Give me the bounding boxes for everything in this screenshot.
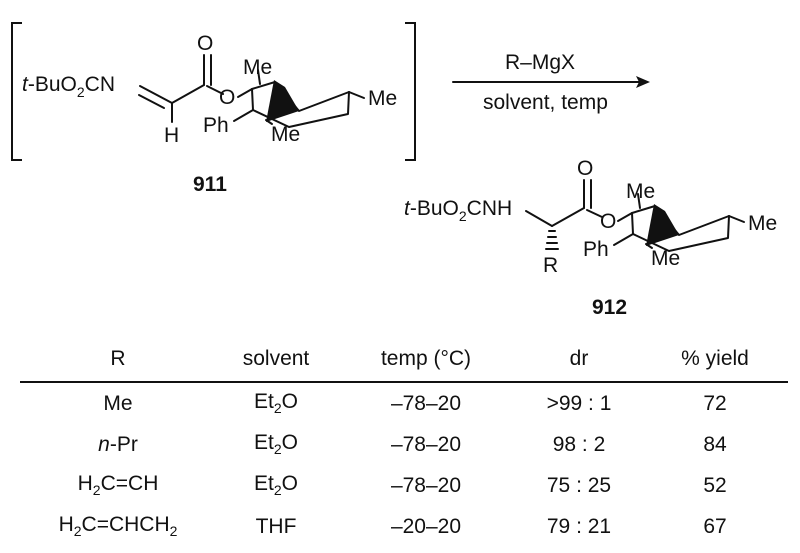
911-h-label: H [164, 124, 179, 147]
cell-yield: 67 [703, 514, 727, 538]
912-r-label: R [543, 254, 558, 277]
912-ph-bond [613, 233, 634, 246]
911-ring-front [251, 88, 350, 128]
911-o-ester: O [219, 86, 235, 109]
cell-solvent: Et2O [254, 390, 298, 417]
header-dr: dr [516, 337, 642, 383]
header-yield: % yield [642, 337, 788, 383]
911-c-o-ester [206, 85, 224, 95]
912-o-carbonyl: O [577, 157, 593, 180]
912-tbuo2cnh-label: t-BuO2CNH [404, 197, 512, 224]
cell-temp: –78–20 [390, 432, 462, 456]
cell-temp: –78–20 [390, 391, 462, 415]
results-table: R solvent temp (°C) dr % yield Me Et2O –… [20, 337, 788, 547]
912-hashed-bond [545, 230, 559, 250]
911-me-top: Me [243, 56, 272, 79]
912-ring-front [631, 212, 730, 252]
911-ring-wedge [266, 80, 299, 122]
912-o-c1-bond [617, 212, 633, 222]
cell-r: H2C=CH [77, 472, 159, 499]
cell-dr: 98 : 2 [552, 432, 606, 456]
cell-temp: –20–20 [390, 514, 462, 538]
table-row: n-Pr Et2O –78–20 98 : 2 84 [20, 424, 788, 465]
header-solvent: solvent [216, 337, 336, 383]
cell-r: n-Pr [98, 432, 138, 456]
reaction-arrow: R–MgX solvent, temp [452, 51, 650, 114]
arrow-head [636, 76, 650, 88]
compound-911: t-BuO2CN H O O Me Me Ph Me 911 [22, 32, 397, 196]
911-c-carbonyl-bond [171, 84, 205, 104]
cell-dr: >99 : 1 [546, 391, 612, 415]
911-ph-bond [233, 109, 254, 122]
912-n-c-bond [525, 210, 553, 227]
table-row: H2C=CH Et2O –78–20 75 : 25 52 [20, 465, 788, 506]
cell-r: Me [103, 391, 133, 415]
911-me-top-bond [257, 69, 261, 85]
cell-dr: 79 : 21 [546, 514, 612, 538]
cell-solvent: Et2O [254, 472, 298, 499]
911-tbuo2cn-label: t-BuO2CN [22, 73, 115, 100]
left-bracket [11, 22, 22, 161]
911-me-bottom-bond [265, 119, 273, 125]
reagent-label: R–MgX [505, 51, 575, 74]
912-c-o-ester [586, 209, 603, 218]
table-header-row: R solvent temp (°C) dr % yield [20, 337, 788, 383]
compound-912-number: 912 [592, 296, 627, 319]
cell-solvent: THF [255, 514, 297, 538]
cell-r: H2C=CHCH2 [58, 513, 178, 540]
table-row: Me Et2O –78–20 >99 : 1 72 [20, 382, 788, 424]
cell-yield: 84 [703, 432, 727, 456]
912-me-bottom: Me [651, 247, 680, 270]
compound-912: t-BuO2CNH R O O Me Me Ph Me 912 [404, 157, 777, 319]
right-bracket [405, 22, 416, 161]
912-o-ester: O [600, 210, 616, 233]
header-temp: temp (°C) [336, 337, 516, 383]
912-ring-back [631, 205, 730, 236]
912-me-bottom-bond [645, 243, 653, 249]
compound-911-number: 911 [193, 173, 227, 196]
cell-solvent: Et2O [254, 431, 298, 458]
cell-yield: 72 [703, 391, 727, 415]
912-c-carbonyl-bond [551, 207, 585, 227]
cell-dr: 75 : 25 [546, 473, 612, 497]
911-o-c1-bond [237, 88, 253, 98]
911-me-right: Me [368, 87, 397, 110]
911-me-right-bond [348, 91, 365, 99]
912-me-top: Me [626, 180, 655, 203]
911-ring-back [251, 81, 350, 112]
cell-temp: –78–20 [390, 473, 462, 497]
911-o-carbonyl: O [197, 32, 213, 55]
912-ring-wedge [646, 204, 679, 246]
911-me-bottom: Me [271, 123, 300, 146]
911-ph: Ph [203, 114, 229, 137]
911-n-c-double [138, 94, 165, 109]
912-me-right-bond [728, 215, 745, 223]
912-ph: Ph [583, 238, 609, 261]
912-me-right: Me [748, 212, 777, 235]
table-row: H2C=CHCH2 THF –20–20 79 : 21 67 [20, 506, 788, 547]
conditions-label: solvent, temp [483, 91, 608, 114]
cell-yield: 52 [703, 473, 727, 497]
911-n-c-bond [139, 85, 173, 104]
header-r: R [20, 337, 216, 383]
912-me-top-bond [637, 193, 641, 209]
